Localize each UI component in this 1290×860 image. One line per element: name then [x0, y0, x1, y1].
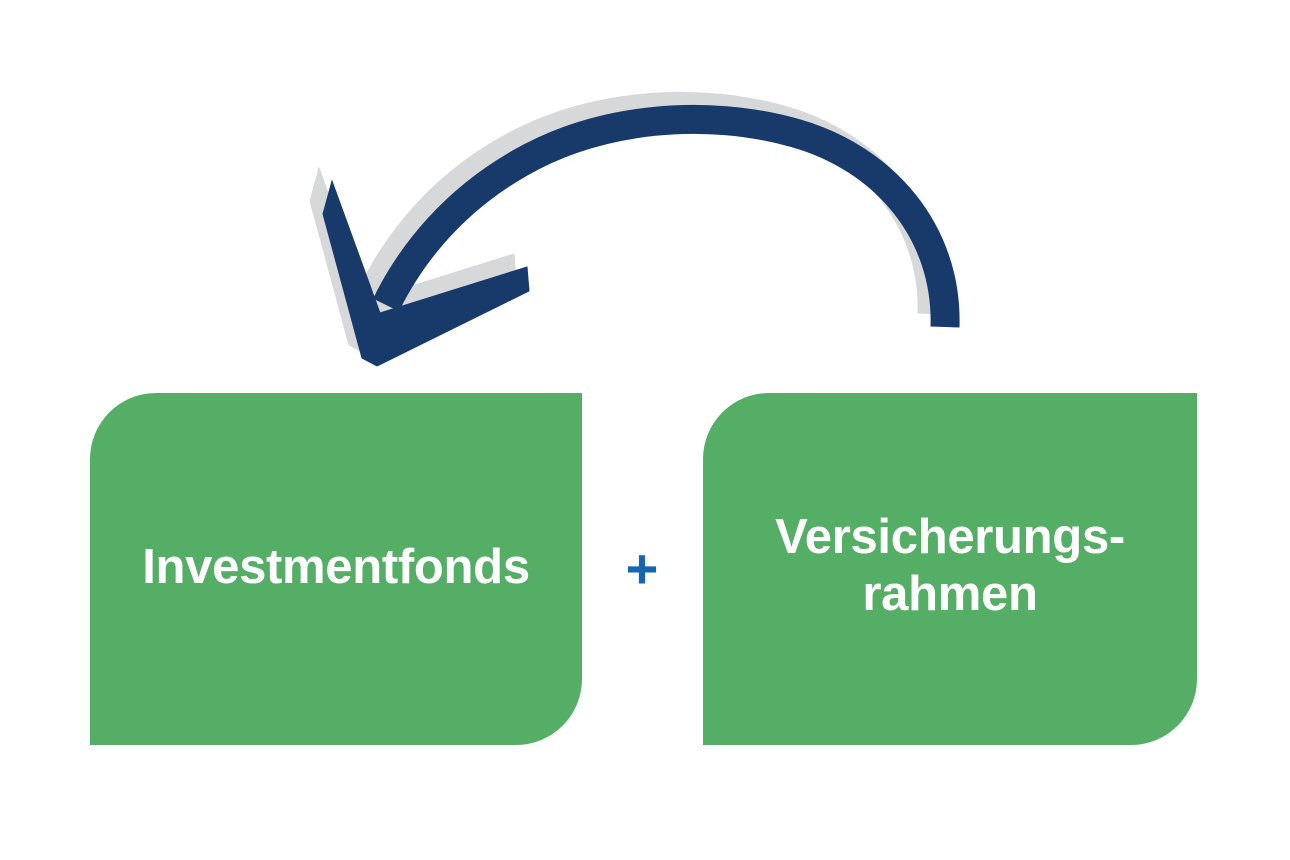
arrow-shadow: [310, 106, 932, 353]
plus-operator: +: [625, 537, 659, 600]
concept-box-investmentfonds[interactable]: Investmentfonds: [90, 393, 582, 745]
arrow-body: [323, 119, 945, 366]
concept-box-investmentfonds-label: Investmentfonds: [142, 539, 530, 594]
concept-box-versicherungsrahmen[interactable]: Versicherungs- rahmen: [703, 393, 1197, 745]
concept-box-versicherungsrahmen-label: Versicherungs- rahmen: [775, 510, 1125, 621]
